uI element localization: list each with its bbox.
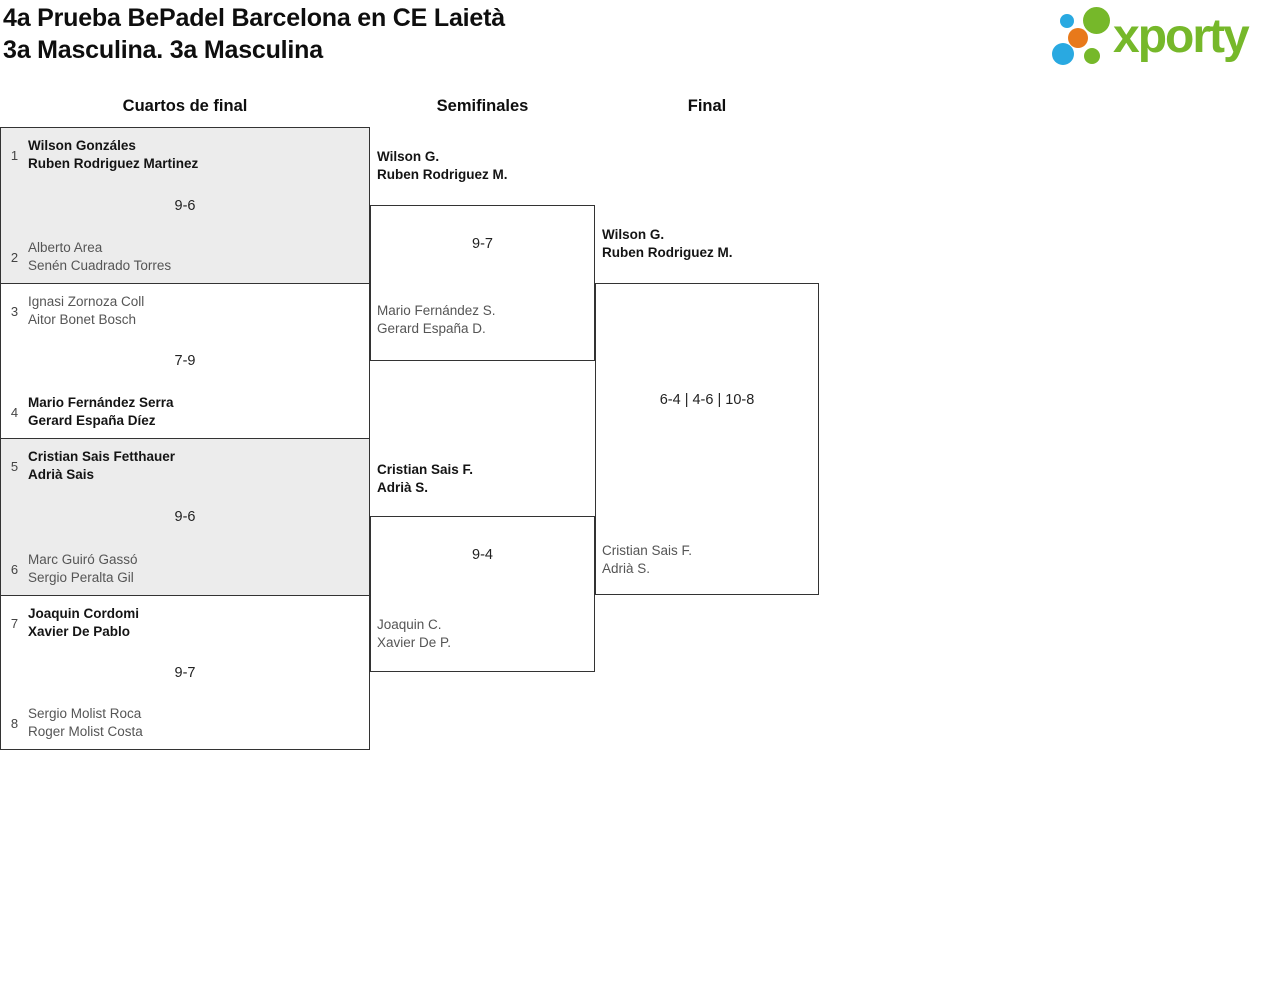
player-name: Roger Molist Costa (28, 724, 143, 739)
xporty-logo: xporty (1050, 0, 1280, 82)
seed-number: 1 (10, 147, 19, 163)
match-score: 9-7 (174, 664, 196, 681)
match-quarterfinal-4[interactable]: 7 Joaquin Cordomi Xavier De Pablo 9-7 8 … (0, 595, 370, 750)
player-name: Cristian Sais F. (602, 543, 693, 558)
player-name: Senén Cuadrado Torres (28, 258, 172, 273)
player-name: Marc Guiró Gassó (28, 552, 138, 567)
match-score: 9-7 (472, 236, 493, 252)
round-header-final: Final (687, 97, 727, 115)
player-name: Alberto Area (28, 240, 103, 255)
team-slot: 8 Sergio Molist Roca Roger Molist Costa (8, 705, 143, 741)
team-names: Wilson Gonzáles Ruben Rodriguez Martinez (28, 137, 198, 173)
team-names: Marc Guiró Gassó Sergio Peralta Gil (28, 551, 138, 587)
team-slot: 5 Cristian Sais Fetthauer Adrià Sais (8, 448, 175, 484)
team-names: Cristian Sais F. Adrià S. (377, 461, 473, 497)
team-names: Wilson G. Ruben Rodriguez M. (377, 148, 508, 184)
player-name: Ruben Rodriguez M. (377, 167, 508, 182)
team-names: Cristian Sais Fetthauer Adrià Sais (28, 448, 175, 484)
player-name: Adrià Sais (28, 467, 95, 482)
player-name: Aitor Bonet Bosch (28, 312, 137, 327)
player-name: Wilson G. (377, 149, 440, 164)
match-score: 6-4 | 4-6 | 10-8 (659, 392, 755, 408)
player-name: Adrià S. (602, 561, 651, 576)
team-names: Alberto Area Senén Cuadrado Torres (28, 239, 171, 275)
match-score: 9-6 (174, 197, 196, 214)
round-header-quarterfinals: Cuartos de final (122, 97, 248, 115)
player-name: Sergio Molist Roca (28, 706, 142, 721)
player-name: Sergio Peralta Gil (28, 570, 134, 585)
player-name: Gerard España D. (377, 321, 486, 336)
seed-number: 7 (10, 615, 19, 631)
team-names: Joaquin Cordomi Xavier De Pablo (28, 605, 139, 641)
seed-number: 4 (10, 404, 19, 420)
player-name: Xavier De Pablo (28, 624, 131, 639)
team-names: Mario Fernández Serra Gerard España Díez (28, 394, 174, 430)
team-names: Cristian Sais F. Adrià S. (602, 542, 692, 578)
team-slot: 4 Mario Fernández Serra Gerard España Dí… (8, 394, 174, 430)
team-names: Wilson G. Ruben Rodriguez M. (602, 226, 733, 262)
team-slot: 6 Marc Guiró Gassó Sergio Peralta Gil (8, 551, 138, 587)
player-name: Xavier De P. (377, 635, 452, 650)
team-slot: 1 Wilson Gonzáles Ruben Rodriguez Martin… (8, 137, 198, 173)
player-name: Joaquin Cordomi (28, 606, 139, 621)
match-final[interactable]: 6-4 | 4-6 | 10-8 (595, 283, 819, 595)
match-score: 9-4 (472, 547, 493, 563)
player-name: Ruben Rodriguez Martinez (28, 156, 199, 171)
seed-number: 6 (10, 561, 19, 577)
page-title: 4a Prueba BePadel Barcelona en CE Laietà… (3, 2, 505, 66)
team-names: Ignasi Zornoza Coll Aitor Bonet Bosch (28, 293, 144, 329)
team-names: Joaquin C. Xavier De P. (377, 616, 451, 652)
match-quarterfinal-3[interactable]: 5 Cristian Sais Fetthauer Adrià Sais 9-6… (0, 438, 370, 596)
team-slot: 3 Ignasi Zornoza Coll Aitor Bonet Bosch (8, 293, 144, 329)
player-name: Adrià S. (377, 480, 429, 495)
match-semifinal-1[interactable]: 9-7 (370, 205, 595, 361)
match-quarterfinal-2[interactable]: 3 Ignasi Zornoza Coll Aitor Bonet Bosch … (0, 283, 370, 439)
player-name: Mario Fernández Serra (28, 395, 174, 410)
team-names: Sergio Molist Roca Roger Molist Costa (28, 705, 143, 741)
match-quarterfinal-1[interactable]: 1 Wilson Gonzáles Ruben Rodriguez Martin… (0, 127, 370, 284)
team-slot: 2 Alberto Area Senén Cuadrado Torres (8, 239, 171, 275)
logo-dot-orange-icon (1068, 28, 1088, 48)
round-header-semifinals: Semifinales (436, 97, 529, 115)
match-score: 9-6 (174, 509, 196, 525)
xporty-logo-text: xporty (1113, 10, 1250, 63)
logo-dot-blue-large-icon (1052, 43, 1074, 65)
player-name: Wilson G. (602, 227, 665, 242)
player-name: Ruben Rodriguez M. (602, 245, 733, 260)
logo-dot-green-small-icon (1084, 48, 1100, 64)
page-title-line-1: 4a Prueba BePadel Barcelona en CE Laietà (3, 4, 505, 32)
player-name: Cristian Sais Fetthauer (28, 449, 176, 464)
match-score: 7-9 (174, 353, 196, 369)
logo-dot-green-large-icon (1083, 7, 1110, 34)
player-name: Gerard España Díez (28, 413, 156, 428)
player-name: Cristian Sais F. (377, 462, 474, 477)
player-name: Ignasi Zornoza Coll (28, 294, 145, 309)
page-title-line-2: 3a Masculina. 3a Masculina (3, 36, 323, 64)
seed-number: 2 (10, 249, 19, 265)
player-name: Joaquin C. (377, 617, 442, 632)
team-slot: 7 Joaquin Cordomi Xavier De Pablo (8, 605, 139, 641)
match-semifinal-2[interactable]: 9-4 (370, 516, 595, 672)
team-names: Mario Fernández S. Gerard España D. (377, 302, 496, 338)
seed-number: 3 (10, 303, 19, 319)
seed-number: 5 (10, 458, 19, 474)
seed-number: 8 (10, 715, 19, 731)
player-name: Mario Fernández S. (377, 303, 496, 318)
logo-dot-blue-small-icon (1060, 14, 1074, 28)
player-name: Wilson Gonzáles (28, 138, 136, 153)
